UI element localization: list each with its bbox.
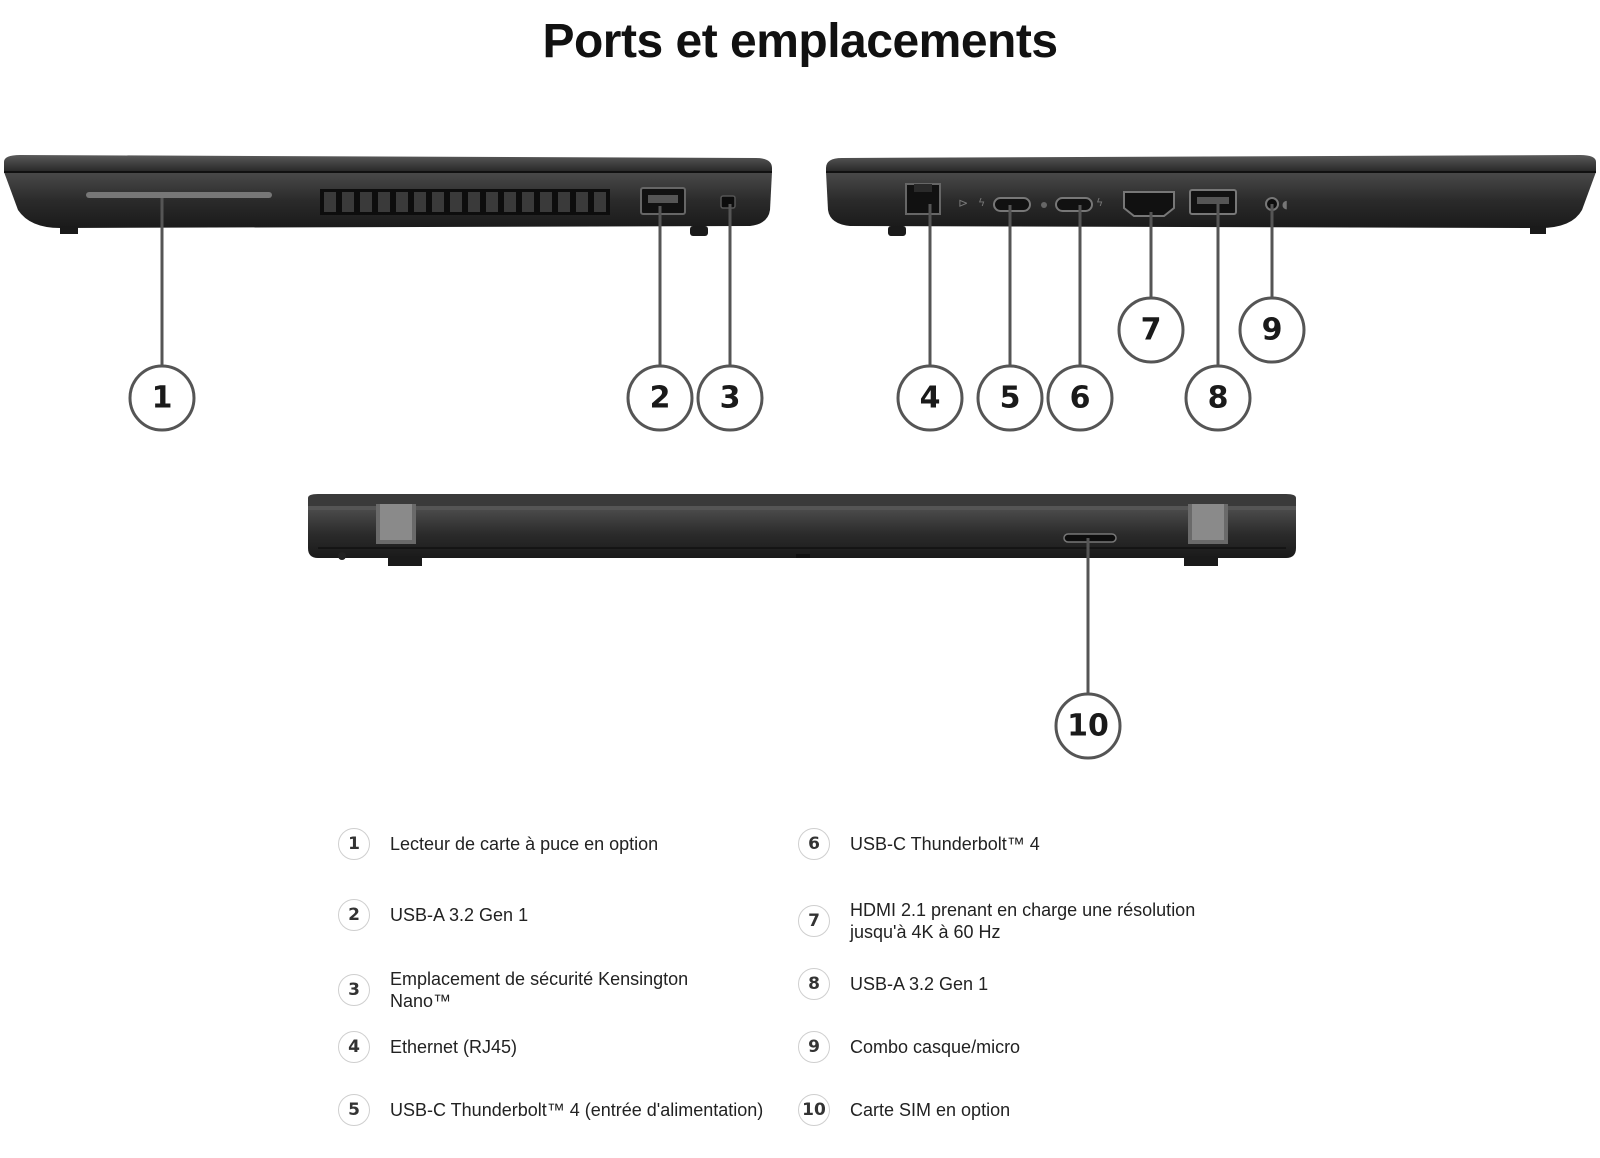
vent-slat [486,192,498,212]
vent-slat [360,192,372,212]
kensington-slot [720,195,736,209]
svg-text:ϟ: ϟ [1096,196,1103,209]
callout-5-number: 5 [1000,381,1021,416]
legend-item-7: 7 HDMI 2.1 prenant en charge une résolut… [798,899,1210,943]
legend-number: 8 [798,968,830,1000]
legend-label: USB-C Thunderbolt™ 4 (entrée d'alimentat… [390,1100,764,1120]
page-title: Ports et emplacements [542,15,1058,68]
callout-5: 5 [976,364,1044,432]
rear-view [308,494,1296,566]
callout-2-number: 2 [650,381,671,416]
usb-c-port-2 [1055,197,1093,212]
vent-slat [342,192,354,212]
leader-lines [160,198,1274,694]
vent-grille [320,189,610,215]
vent-slat [468,192,480,212]
legend-number: 1 [338,828,370,860]
legend-number: 10 [798,1094,830,1126]
callout-9: 9 [1238,296,1306,364]
svg-text:ϟ: ϟ [978,196,985,209]
callout-10-number: 10 [1067,709,1109,744]
callout-7: 7 [1117,296,1185,364]
usb-c-port-1 [993,197,1031,212]
callout-10: 10 [1054,692,1122,760]
legend-item-6: 6 USB-C Thunderbolt™ 4 [798,828,1040,860]
legend-item-1: 1 Lecteur de carte à puce en option [338,828,658,860]
vent-slat [396,192,408,212]
vent-slat [522,192,534,212]
legend-item-4: 4 Ethernet (RJ45) [338,1031,517,1063]
vent-slat [594,192,606,212]
legend-item-10: 10 Carte SIM en option [798,1094,1010,1126]
vent-slat [558,192,570,212]
callout-4: 4 [896,364,964,432]
ethernet-port [905,183,941,215]
callout-8-number: 8 [1208,381,1229,416]
svg-text:◖: ◖ [1282,198,1288,211]
legend-label: Combo casque/micro [850,1037,1021,1057]
legend-number: 6 [798,828,830,860]
hdmi-port [1123,191,1175,217]
callout-9-number: 9 [1262,313,1283,348]
legend-number: 3 [338,974,370,1006]
callout-2: 2 [626,364,694,432]
smart-card-slot [86,192,272,198]
left-side-view [4,155,772,236]
laptop-ports-diagram: ⊳ ϟ ϟ ◖ [4,155,1596,760]
callout-6: 6 [1046,364,1114,432]
vent-slat [378,192,390,212]
callout-3-number: 3 [720,381,741,416]
callout-3: 3 [696,364,764,432]
legend-number: 2 [338,899,370,931]
legend-item-3: 3 Emplacement de sécurité Kensington Nan… [338,968,750,1012]
vent-slat [540,192,552,212]
legend-label: Ethernet (RJ45) [390,1037,518,1057]
legend-number: 5 [338,1094,370,1126]
legend-item-8: 8 USB-A 3.2 Gen 1 [798,968,988,1000]
legend-number: 7 [798,905,830,937]
legend-number: 9 [798,1031,830,1063]
callout-4-number: 4 [920,381,941,416]
legend-label: Emplacement de sécurité Kensington Nano™ [390,969,689,1011]
vent-slat [504,192,516,212]
callout-1-number: 1 [152,381,173,416]
legend-label: HDMI 2.1 prenant en charge une résolutio… [850,900,1196,942]
legend-number: 4 [338,1031,370,1063]
callout-7-number: 7 [1141,313,1162,348]
hinge-right [1184,504,1228,566]
legend-label: USB-A 3.2 Gen 1 [390,905,529,925]
sim-card-slot [1063,533,1117,543]
vent-slat [576,192,588,212]
right-side-view: ⊳ ϟ ϟ ◖ [826,155,1596,236]
callout-1: 1 [128,364,196,432]
legend-item-2: 2 USB-A 3.2 Gen 1 [338,899,528,931]
vent-slat [432,192,444,212]
legend-item-9: 9 Combo casque/micro [798,1031,1020,1063]
hinge-left [376,504,422,566]
vent-slat [450,192,462,212]
legend-label: Lecteur de carte à puce en option [390,834,659,854]
legend-label: USB-A 3.2 Gen 1 [850,974,989,994]
vent-slat [414,192,426,212]
vent-slat [324,192,336,212]
callout-6-number: 6 [1070,381,1091,416]
legend-label: USB-C Thunderbolt™ 4 [850,834,1040,854]
legend-label: Carte SIM en option [850,1100,1011,1120]
legend-item-5: 5 USB-C Thunderbolt™ 4 (entrée d'aliment… [338,1094,763,1126]
callout-8: 8 [1184,364,1252,432]
svg-text:⊳: ⊳ [958,196,968,210]
